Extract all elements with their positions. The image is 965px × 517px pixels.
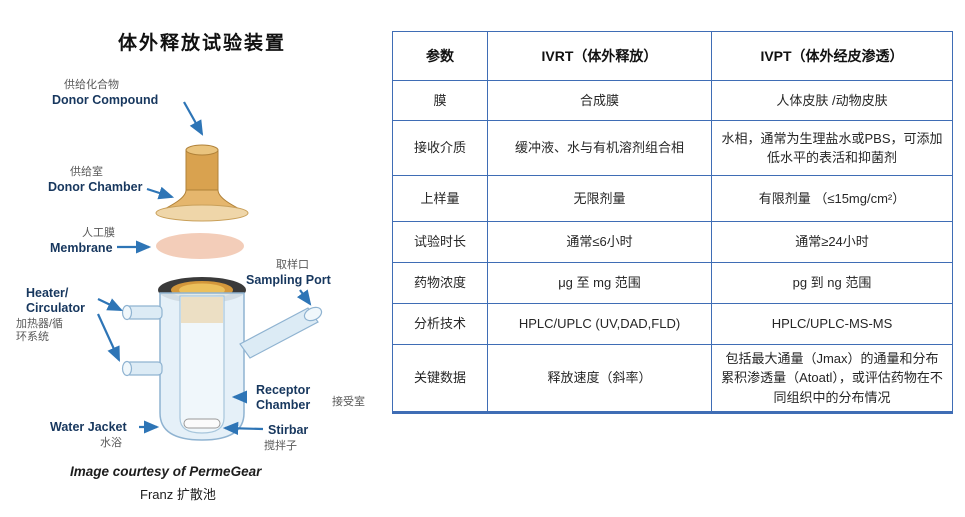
- table-row: 膜 合成膜 人体皮肤 /动物皮肤: [392, 80, 953, 121]
- label-sampling-port-zh: 取样口: [276, 259, 309, 271]
- label-stirbar-zh: 搅拌子: [264, 440, 297, 452]
- cell-ivpt: 有限剂量 （≤15mg/cm²）: [711, 175, 953, 222]
- franz-cell-illustration: [96, 101, 323, 441]
- cell-ivpt: pg 到 ng 范围: [711, 262, 953, 304]
- cell-ivrt: 释放速度（斜率）: [487, 344, 712, 414]
- label-water-jacket-en: Water Jacket: [50, 420, 127, 434]
- cell-ivpt: 包括最大通量（Jmax）的通量和分布累积渗透量（Atoatl），或评估药物在不同…: [711, 344, 953, 414]
- header-ivrt: IVRT（体外释放）: [487, 31, 712, 81]
- label-receptor-chamber-en: Receptor Chamber: [256, 383, 311, 412]
- cell-ivrt: 合成膜: [487, 80, 712, 121]
- label-donor-chamber-zh: 供给室: [70, 166, 103, 178]
- cell-param: 关键数据: [392, 344, 488, 414]
- cell-ivpt: 通常≥24小时: [711, 221, 953, 263]
- table-row: 上样量 无限剂量 有限剂量 （≤15mg/cm²）: [392, 175, 953, 222]
- label-membrane-en: Membrane: [50, 241, 113, 255]
- label-heater-zh: 加热器/循 环系统: [16, 318, 64, 344]
- cell-param: 膜: [392, 80, 488, 121]
- cell-ivrt: 缓冲液、水与有机溶剂组合相: [487, 120, 712, 176]
- label-donor-compound-zh: 供给化合物: [64, 79, 119, 91]
- annotation-arrows: [96, 101, 312, 435]
- table-row: 药物浓度 μg 至 mg 范围 pg 到 ng 范围: [392, 262, 953, 304]
- heater-ports-shape: [121, 304, 163, 377]
- table-row: 试验时长 通常≤6小时 通常≥24小时: [392, 221, 953, 263]
- table-row: 接收介质 缓冲液、水与有机溶剂组合相 水相，通常为生理盐水或PBS，可添加低水平…: [392, 120, 953, 176]
- cell-ivrt: 通常≤6小时: [487, 221, 712, 263]
- cell-ivpt: 水相，通常为生理盐水或PBS，可添加低水平的表活和抑菌剂: [711, 120, 953, 176]
- label-heater-en: Heater/ Circulator: [26, 286, 86, 315]
- diagram-caption: Franz 扩散池: [140, 487, 216, 502]
- sampling-port-shape: [239, 306, 323, 359]
- header-param: 参数: [392, 31, 488, 81]
- table-row: 关键数据 释放速度（斜率） 包括最大通量（Jmax）的通量和分布累积渗透量（At…: [392, 344, 953, 414]
- cell-param: 分析技术: [392, 303, 488, 345]
- cell-ivpt: 人体皮肤 /动物皮肤: [711, 80, 953, 121]
- header-ivpt: IVPT（体外经皮渗透）: [711, 31, 953, 81]
- label-donor-compound-en: Donor Compound: [52, 93, 159, 107]
- label-sampling-port-en: Sampling Port: [246, 273, 331, 287]
- label-membrane-zh: 人工膜: [82, 227, 115, 239]
- receptor-chamber-shape: [159, 292, 245, 441]
- label-water-jacket-zh: 水浴: [100, 437, 122, 449]
- cell-param: 试验时长: [392, 221, 488, 263]
- cell-param: 上样量: [392, 175, 488, 222]
- table-row: 分析技术 HPLC/UPLC (UV,DAD,FLD) HPLC/UPLC-MS…: [392, 303, 953, 345]
- donor-chamber-shape: [155, 144, 249, 222]
- cell-param: 接收介质: [392, 120, 488, 176]
- ivrt-ivpt-comparison-table: 参数 IVRT（体外释放） IVPT（体外经皮渗透） 膜 合成膜 人体皮肤 /动…: [392, 31, 953, 414]
- cell-ivrt: 无限剂量: [487, 175, 712, 222]
- cell-ivrt: HPLC/UPLC (UV,DAD,FLD): [487, 303, 712, 345]
- cell-param: 药物浓度: [392, 262, 488, 304]
- label-donor-chamber-en: Donor Chamber: [48, 180, 143, 194]
- table-header-row: 参数 IVRT（体外释放） IVPT（体外经皮渗透）: [392, 31, 953, 81]
- stirbar-shape: [183, 418, 221, 429]
- cell-ivrt: μg 至 mg 范围: [487, 262, 712, 304]
- page-title: 体外释放试验装置: [118, 33, 287, 54]
- label-stirbar-en: Stirbar: [268, 423, 309, 437]
- image-credit: Image courtesy of PermeGear: [70, 464, 262, 479]
- label-receptor-chamber-zh: 接受室: [332, 396, 365, 408]
- membrane-shape: [156, 233, 244, 259]
- cell-ivpt: HPLC/UPLC-MS-MS: [711, 303, 953, 345]
